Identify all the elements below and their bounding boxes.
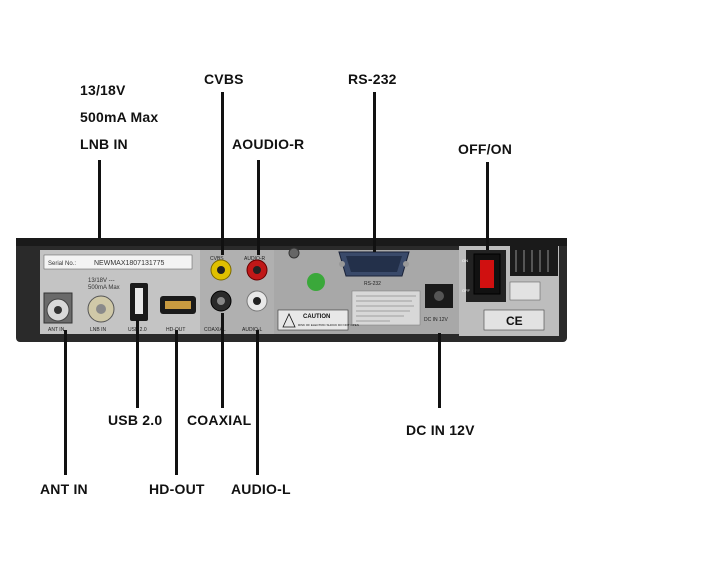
rs232-screw-left	[339, 261, 345, 267]
lnb-voltage-label: 13/18V	[80, 82, 126, 98]
port-audio-l-label: AUDIO-L	[242, 327, 263, 333]
dc-label-panel: DC IN 12V	[424, 317, 449, 323]
rating-box	[509, 281, 541, 301]
caution-title: CAUTION	[303, 314, 330, 320]
port-lnb-label: LNB IN	[90, 327, 107, 333]
switch-off-label: OFF	[462, 288, 471, 293]
coaxial-callout-line	[221, 313, 224, 408]
usb-port-inner	[135, 288, 143, 314]
lnb-spec2: 500mA Max	[88, 285, 120, 291]
off-on-callout-line	[486, 162, 489, 250]
spec-sticker	[351, 290, 421, 326]
cvbs-label: CVBS	[204, 71, 244, 87]
lnb-in-label: LNB IN	[80, 136, 128, 152]
lnb-current-label: 500mA Max	[80, 109, 159, 125]
lnb-spec: 13/18V ---	[88, 278, 115, 284]
ce-box	[483, 309, 545, 331]
coaxial-label: COAXIAL	[187, 412, 252, 428]
port-cvbs-label: CVBS	[210, 256, 224, 262]
audio-l-label: AUDIO-L	[231, 481, 291, 497]
power-switch-rocker	[480, 260, 494, 288]
caution-sticker	[277, 309, 349, 331]
serial-value: NEWMAX1807131775	[94, 260, 165, 267]
serial-sticker	[43, 254, 193, 270]
ant-in-callout-line	[64, 330, 67, 475]
chassis-top-edge	[16, 238, 567, 246]
port-rs232-label: RS-232	[364, 281, 381, 287]
off-on-label: OFF/ON	[458, 141, 513, 157]
usb-callout-line	[136, 320, 139, 408]
lnb-in-center	[96, 304, 106, 314]
audio-r-jack-center	[253, 266, 261, 274]
hd-out-label: HD-OUT	[149, 481, 205, 497]
rs232-label: RS-232	[348, 71, 397, 87]
ant-in-label: ANT IN	[40, 481, 88, 497]
cvbs-jack-center	[217, 266, 225, 274]
rs232-callout-line	[373, 92, 376, 252]
hdmi-inner	[165, 301, 191, 309]
caution-text: RISK OF ELECTRIC SHOCK DO NOT OPEN	[298, 323, 359, 327]
audio-l-jack-center	[253, 297, 261, 305]
audio-r-callout-line	[257, 160, 260, 255]
rs232-screw-right	[403, 261, 409, 267]
rs232-inner	[346, 256, 402, 272]
ant-in-center	[54, 306, 62, 314]
port-ant-label: ANT IN	[48, 327, 65, 333]
vent-grille	[510, 246, 558, 276]
audio-r-label: AOUDIO-R	[232, 136, 305, 152]
hd-out-callout-line	[175, 330, 178, 475]
switch-on-label: ON	[462, 258, 468, 263]
coaxial-jack-center	[217, 297, 225, 305]
cvbs-callout-line	[221, 92, 224, 255]
screw	[288, 247, 300, 259]
lnb-in-callout-line	[98, 160, 101, 238]
green-badge	[307, 273, 325, 291]
port-audio-r-label: AUDIO-R	[244, 256, 266, 262]
caution-triangle	[282, 313, 296, 328]
usb-label: USB 2.0	[108, 412, 163, 428]
serial-label: Serial No.:	[48, 261, 76, 267]
ce-mark: CE	[506, 314, 523, 328]
dc-in-callout-line	[438, 333, 441, 408]
audio-l-callout-line	[256, 330, 259, 475]
port-coaxial-label: COAXIAL	[204, 327, 226, 333]
dc-jack-hole	[434, 291, 444, 301]
dc-in-label: DC IN 12V	[406, 422, 475, 438]
